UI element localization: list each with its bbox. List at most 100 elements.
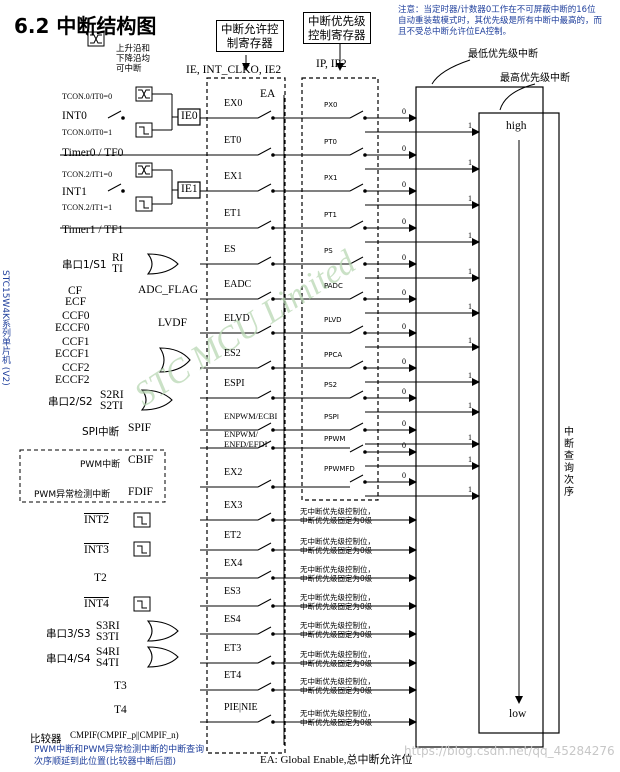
s4ri-label: S4RI (96, 646, 120, 658)
low-label: low (509, 708, 527, 720)
uart1-or-gate (146, 253, 179, 275)
enable-register-bits: IE, INT_CLKO, IE2 (186, 64, 282, 76)
ccf2-label: CCF2 (62, 362, 90, 374)
eccf2-label: ECCF2 (55, 374, 90, 386)
ie0-label: IE0 (181, 110, 198, 122)
priority-switch-label: PSPI (324, 413, 339, 421)
bit0-label: 0 (402, 441, 406, 450)
enable-switch-label: EX3 (224, 500, 243, 511)
s3ti-label: S3TI (96, 631, 119, 643)
bit0-label: 0 (402, 253, 406, 262)
priority-queue-inner (478, 112, 560, 734)
enable-switch-label: ES2 (224, 348, 241, 359)
enable-switch-13 (257, 512, 275, 522)
enable-switch-label: EX0 (224, 98, 243, 109)
bit0-label: 0 (402, 322, 406, 331)
enable-switch-10 (257, 422, 275, 432)
bit0-label: 0 (402, 288, 406, 297)
uart2-or-gate (140, 389, 173, 411)
priority-switch-label: PPCA (324, 351, 343, 359)
query-order-label: 中 断 查 询 次 序 (564, 427, 574, 498)
enable-switch-label: PIE|NIE (224, 702, 258, 713)
priority-register-box (301, 77, 379, 501)
enable-switch-14 (257, 542, 275, 552)
int4-edge-icon (133, 596, 151, 612)
t4-label: T4 (114, 704, 127, 716)
csdn-watermark: https://blog.csdn.net/qq_45284276 (404, 744, 615, 758)
ccf1-label: CCF1 (62, 336, 90, 348)
pca-or-gate (158, 347, 191, 373)
no-priority-note: 无中断优先级控制位， 中断优先级固定为0级 (300, 621, 375, 639)
enable-switch-19 (257, 682, 275, 692)
highest-priority-arrow (499, 83, 536, 111)
enable-switch-label: ESPI (224, 378, 245, 389)
bit1-label: 1 (468, 121, 472, 130)
enable-switch-17 (257, 626, 275, 636)
int4-label: INT4 (84, 598, 109, 610)
spi-label: SPI中断 (82, 426, 120, 438)
bit1-label: 1 (468, 302, 472, 311)
int2-label: INT2 (84, 514, 109, 526)
ri-label: RI (112, 252, 124, 264)
int3-label: INT3 (84, 544, 109, 556)
priority-switch-label: PT0 (324, 138, 337, 146)
bit0-label: 0 (402, 144, 406, 153)
cmpif-label: CMPIF(CMPIF_p||CMPIF_n) (70, 730, 179, 740)
enable-switch-1 (257, 110, 275, 120)
uart4-label: 串口4/S4 (46, 653, 91, 665)
bit0-label: 0 (402, 180, 406, 189)
enable-switch-5 (257, 256, 275, 266)
bit1-label: 1 (468, 371, 472, 380)
enable-register-box (206, 77, 286, 754)
uart4-or-gate (146, 646, 179, 668)
eccf0-label: ECCF0 (55, 322, 90, 334)
bit0-label: 0 (402, 471, 406, 480)
priority-switch-12 (349, 474, 367, 484)
enable-switch-label: EADC (224, 279, 252, 290)
ie1-box (177, 181, 201, 199)
no-priority-note: 无中断优先级控制位， 中断优先级固定为0级 (300, 593, 375, 611)
lowest-priority-arrow (431, 59, 471, 85)
int0-both-edge-icon (135, 86, 153, 102)
no-priority-note: 无中断优先级控制位， 中断优先级固定为0级 (300, 650, 375, 668)
s3ri-label: S3RI (96, 620, 120, 632)
int3-edge-icon (133, 541, 151, 557)
page-title: 6.2 中断结构图 (14, 14, 157, 38)
priority-switch-5 (349, 256, 367, 266)
no-priority-note: 无中断优先级控制位， 中断优先级固定为0级 (300, 709, 375, 727)
tcon0-it0-0: TCON.0/IT0=0 (62, 92, 113, 101)
bit0-label: 0 (402, 419, 406, 428)
priority-switch-label: PT1 (324, 211, 337, 219)
tcon2-it1-1: TCON.2/IT1=1 (62, 203, 113, 212)
priority-switch-4 (349, 220, 367, 230)
priority-switch-7 (349, 325, 367, 335)
tcon2-it1-0: TCON.2/IT1=0 (62, 170, 113, 179)
int0-falling-edge-icon (135, 122, 153, 138)
bit1-label: 1 (468, 231, 472, 240)
priority-switch-11 (349, 444, 367, 454)
tcon0-it0-1: TCON.0/IT0=1 (62, 128, 113, 137)
priority-switch-label: PX1 (324, 174, 338, 182)
enable-switch-label: EX2 (224, 467, 243, 478)
pwm-dashed-box (19, 449, 166, 503)
bit0-label: 0 (402, 357, 406, 366)
timer0-label: Timer0 / TF0 (62, 147, 124, 159)
priority-switch-label: PLVD (324, 316, 342, 324)
priority-switch-1 (349, 110, 367, 120)
ti-label: TI (112, 263, 123, 275)
enable-switch-label: ET4 (224, 670, 242, 681)
bit0-label: 0 (402, 217, 406, 226)
priority-switch-9 (349, 390, 367, 400)
ie0-box (177, 108, 201, 126)
bit0-label: 0 (402, 107, 406, 116)
spif-label: SPIF (128, 422, 152, 434)
s4ti-label: S4TI (96, 657, 119, 669)
enable-switch-20 (257, 714, 275, 724)
no-priority-note: 无中断优先级控制位， 中断优先级固定为0级 (300, 677, 375, 695)
highest-priority-label: 最高优先级中断 (500, 73, 570, 84)
it0-select-switch (107, 110, 125, 120)
enable-switch-7 (257, 325, 275, 335)
lowest-priority-label: 最低优先级中断 (468, 49, 538, 60)
comparator-label: 比较器 (30, 733, 62, 745)
int1-both-edge-icon (135, 162, 153, 178)
